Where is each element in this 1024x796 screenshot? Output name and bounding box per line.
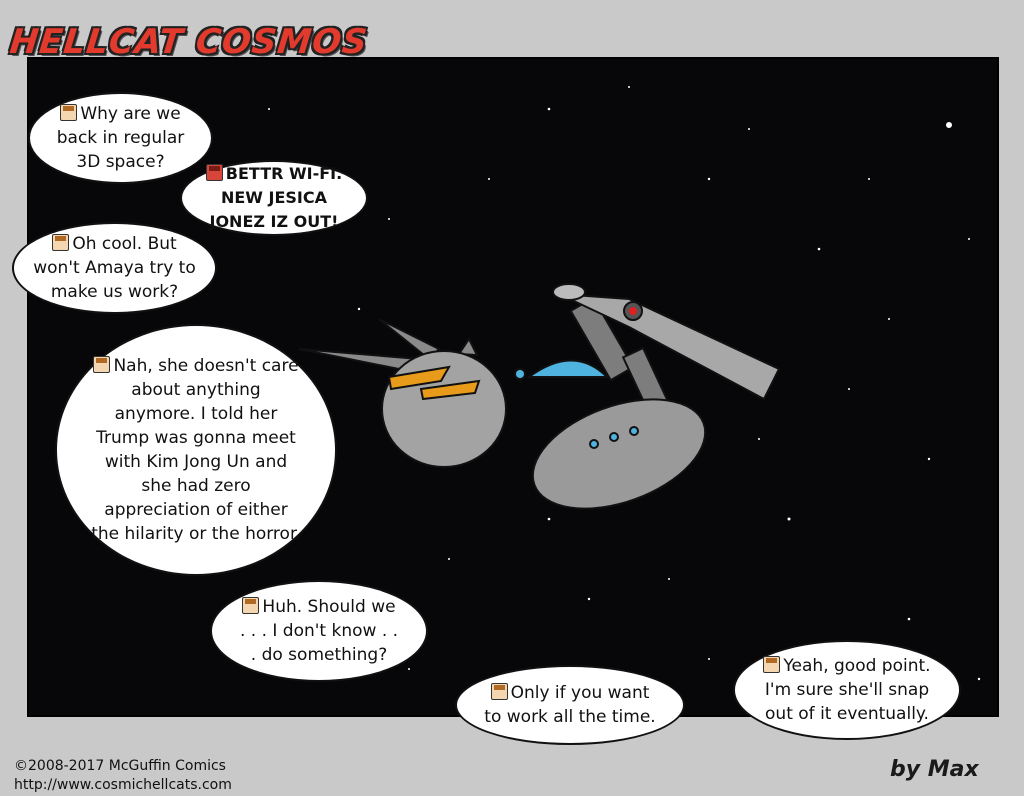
byline: by Max [890, 757, 979, 782]
face-icon [763, 656, 781, 673]
speech-bubble: Nah, she doesn't care about anything any… [55, 324, 337, 576]
speech-bubble: Huh. Should we . . . I don't know . . . … [210, 580, 428, 682]
face-icon [60, 104, 78, 121]
speech-bubble: Why are we back in regular 3D space? [28, 92, 213, 184]
face-icon [52, 234, 70, 251]
space-background [268, 86, 981, 681]
stars [268, 86, 981, 681]
face-icon [490, 683, 508, 700]
face-icon [242, 597, 260, 614]
speech-bubble: Yeah, good point. I'm sure she'll snap o… [733, 640, 961, 740]
speech-bubble: Oh cool. But won't Amaya try to make us … [12, 222, 217, 314]
speech-bubble: BETTR WI-FI. NEW JESICA JONEZ IZ OUT! [180, 160, 368, 236]
red-face-icon [205, 164, 223, 181]
credits: ©2008-2017 McGuffin Comics http://www.co… [14, 757, 232, 795]
comic-logo: HELLCAT COSMOS [7, 22, 370, 62]
face-icon [93, 356, 111, 373]
site-link[interactable]: http://www.cosmichellcats.com [14, 777, 232, 793]
speech-bubble: Only if you want to work all the time. [455, 665, 685, 745]
starship [298, 283, 781, 510]
copyright-text: ©2008-2017 McGuffin Comics [14, 758, 226, 774]
